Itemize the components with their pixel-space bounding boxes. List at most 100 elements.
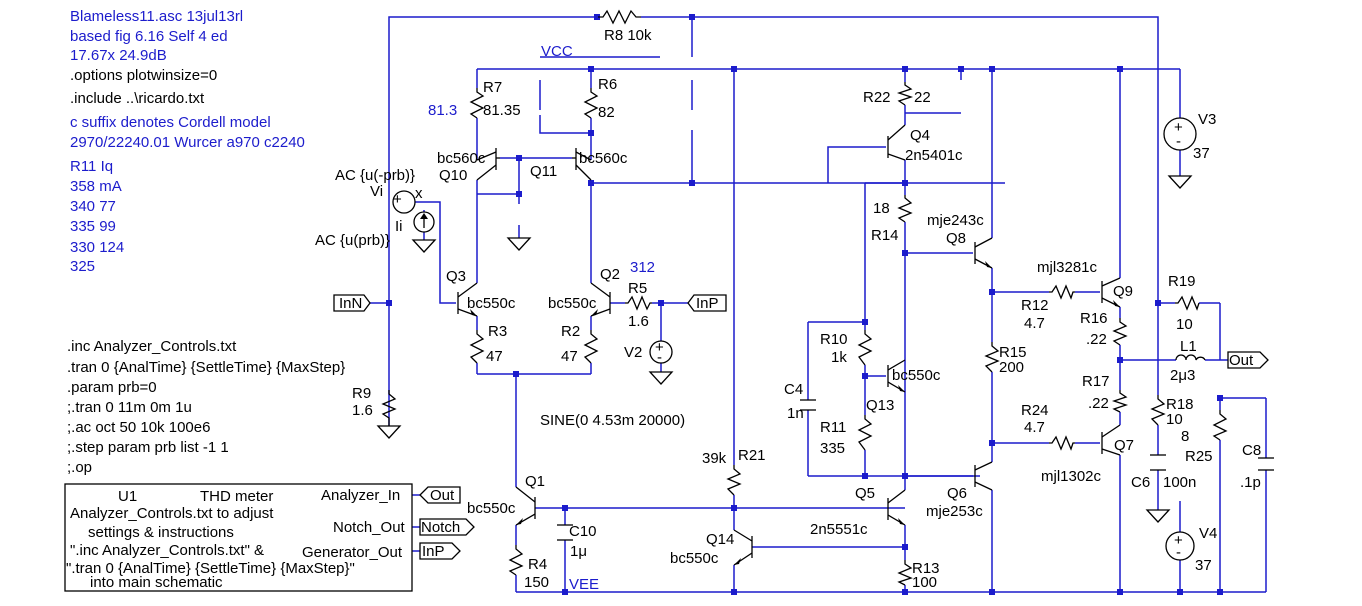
net-flag-inp2 <box>419 542 461 560</box>
svg-text:+: + <box>393 191 402 208</box>
q9-model: mjl3281c <box>1037 259 1098 276</box>
note-table-row: 325 <box>70 258 95 275</box>
v4-source: + - <box>1165 531 1195 561</box>
v3-value: 37 <box>1193 145 1210 162</box>
q5-transistor <box>887 489 906 526</box>
svg-text:+: + <box>1174 532 1183 549</box>
vcc-label: VCC <box>541 43 573 60</box>
q2-voltage: 312 <box>630 259 655 276</box>
r5-label: R5 <box>628 280 647 297</box>
r10-value: 1k <box>831 349 847 366</box>
note-table-row: 340 77 <box>70 198 116 215</box>
q10-transistor <box>476 148 500 181</box>
r13-label: R13 <box>912 560 940 577</box>
component-labels: R8 10k R7 81.35 R6 82 R22 22 Q4 2n5401c … <box>352 27 1261 591</box>
q2-label: Q2 <box>600 266 620 283</box>
note-table-row: 358 mA <box>70 178 122 195</box>
r8-label: R8 10k <box>604 27 652 44</box>
r14-value: 18 <box>873 200 890 217</box>
notes-block: Blameless11.asc 13jul13rl based fig 6.16… <box>70 8 305 275</box>
r17-resistor <box>1111 390 1129 413</box>
grounds <box>376 175 1193 523</box>
net-flags <box>333 294 1269 560</box>
notch-label: Notch <box>421 519 460 536</box>
svg-text:-: - <box>1176 544 1181 561</box>
q1-model: bc550c <box>467 500 516 517</box>
ground-symbol <box>506 237 532 251</box>
r11-label: R11 <box>820 419 846 436</box>
q2-transistor <box>590 282 611 317</box>
r10-resistor <box>857 330 873 366</box>
r15-value: 200 <box>999 359 1024 376</box>
ground-symbol <box>1145 509 1171 523</box>
c10-label: C10 <box>569 523 597 540</box>
directive: ;.step param prb list -1 1 <box>67 439 229 456</box>
note-based: based fig 6.16 Self 4 ed <box>70 28 228 45</box>
directive: .param prb=0 <box>67 379 157 396</box>
r19-resistor <box>1175 295 1200 311</box>
transistors <box>457 124 1121 566</box>
r6-resistor <box>583 88 599 119</box>
note-wurcer: 2970/22240.01 Wurcer a970 c2240 <box>70 134 305 151</box>
c6-label: C6 <box>1131 474 1150 491</box>
svg-text:-: - <box>657 349 662 366</box>
r5-value: 1.6 <box>628 313 649 330</box>
v2-source: + - <box>649 339 673 366</box>
r7-resistor <box>469 88 485 119</box>
ground-symbol <box>1167 175 1193 189</box>
inn-label: InN <box>339 295 362 312</box>
r24-label: R24 <box>1021 402 1049 419</box>
r21-resistor <box>726 465 742 496</box>
junctions <box>386 14 1223 595</box>
q1-transistor <box>515 486 536 526</box>
q4-transistor <box>887 124 906 161</box>
r18-label: R18 <box>1166 396 1194 413</box>
ground-symbol <box>648 371 674 385</box>
r25-resistor <box>1212 410 1228 441</box>
net-flag-out2 <box>419 486 461 504</box>
q10-model: bc560c <box>437 150 486 167</box>
inp-label: InP <box>696 295 719 312</box>
probe-labels: AC {u(-prb)} Vi x Ii AC {u(prb)} <box>315 167 423 249</box>
u1-pin-notch-out: Notch_Out <box>333 519 406 536</box>
c8-value: .1p <box>1240 474 1261 491</box>
r11-resistor <box>857 415 873 451</box>
directive: .inc Analyzer_Controls.txt <box>67 338 237 355</box>
l1-inductor <box>1175 354 1206 361</box>
q11-label: Q11 <box>530 163 557 180</box>
r11-value: 335 <box>820 440 845 457</box>
u1-desc: settings & instructions <box>88 524 234 541</box>
q1-label: Q1 <box>525 473 545 490</box>
r24-resistor <box>1049 435 1075 451</box>
probe-source: + <box>392 190 435 233</box>
u1-thd-meter-box[interactable] <box>64 483 413 592</box>
probe-ii: Ii <box>395 218 403 235</box>
q9-label: Q9 <box>1113 283 1133 300</box>
u1-pin-generator-out: Generator_Out <box>302 544 403 561</box>
q3-label: Q3 <box>446 268 466 285</box>
q10-label: Q10 <box>439 167 467 184</box>
wires <box>370 16 1267 593</box>
inp-flag-label: InP <box>422 543 445 560</box>
q10-voltage: 81.3 <box>428 102 457 119</box>
q5-model: 2n5551c <box>810 521 868 538</box>
vee-label: VEE <box>569 576 599 593</box>
c4-value: 1n <box>787 405 804 422</box>
note-suffix: c suffix denotes Cordell model <box>70 114 271 131</box>
v3-label: V3 <box>1198 111 1216 128</box>
r4-value: 150 <box>524 574 549 591</box>
r7-value: 81.35 <box>483 102 521 119</box>
q4-model: 2n5401c <box>905 147 963 164</box>
r4-label: R4 <box>528 556 547 573</box>
u1-labels: U1 THD meter Analyzer_In Analyzer_Contro… <box>66 487 406 591</box>
svg-text:-: - <box>1176 133 1181 150</box>
r24-value: 4.7 <box>1024 419 1045 436</box>
r21-label: R21 <box>738 447 766 464</box>
net-labels: VCC VEE InN InP Out Out Notch InP 81.3 3… <box>339 43 1254 593</box>
v2-sine: SINE(0 4.53m 20000) <box>540 412 685 429</box>
r9-label: R9 <box>352 385 371 402</box>
note-include: .include ..\ricardo.txt <box>70 90 205 107</box>
r13-resistor <box>897 560 913 586</box>
r22-value: 22 <box>914 89 931 106</box>
